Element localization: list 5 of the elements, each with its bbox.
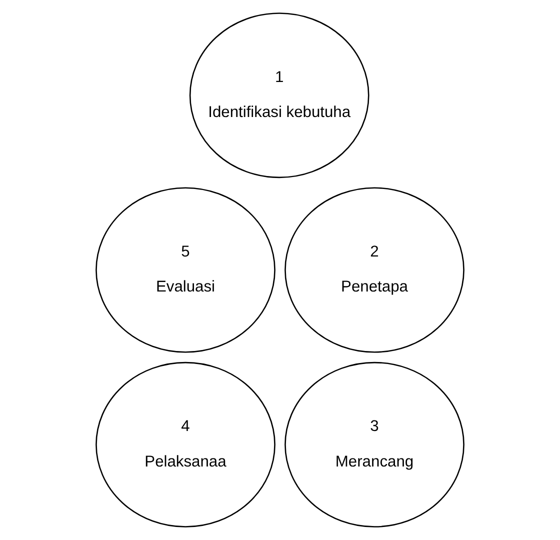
- node-circle: 1 Identifikasi kebutuha: [189, 12, 370, 178]
- node-circle: 5 Evaluasi: [96, 187, 276, 353]
- node-circle: 4 Pelaksanaa: [96, 362, 276, 528]
- node-circle: 3 Merancang: [284, 362, 464, 528]
- node-circle: 2 Penetapa: [284, 187, 464, 353]
